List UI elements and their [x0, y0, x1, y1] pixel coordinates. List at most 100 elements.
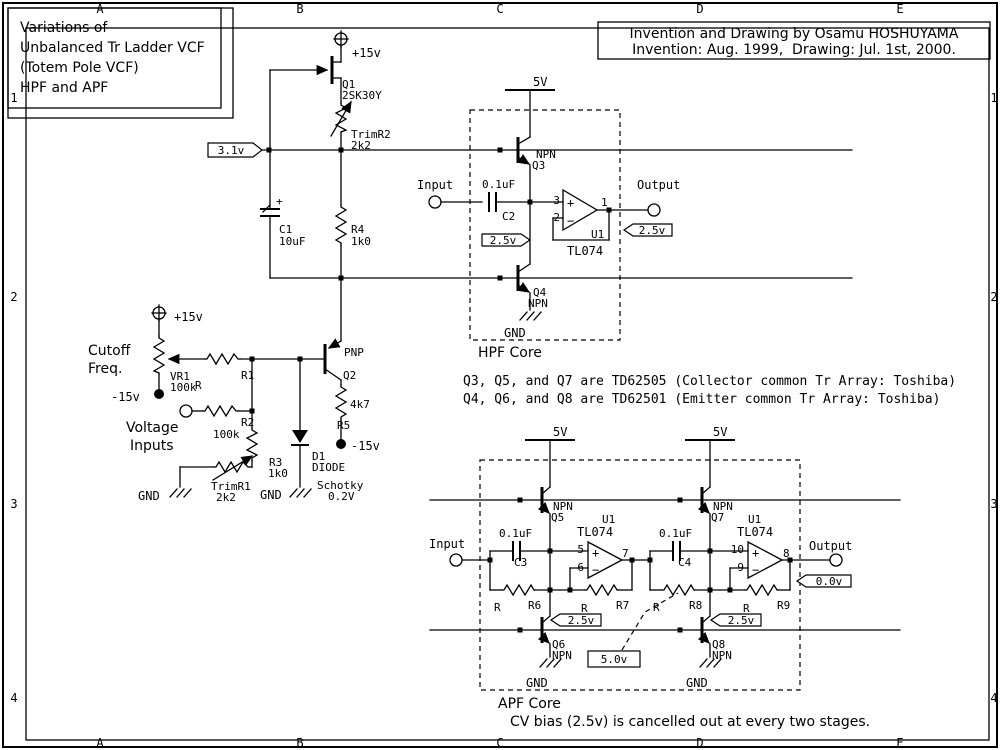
trimmer-trimr1: GND TrimR1 2k2	[138, 455, 254, 504]
apf-input-label: Input	[429, 537, 465, 551]
capacitor-c1: + C1 10uF	[260, 195, 306, 248]
u1a-pin-plus: 3	[553, 194, 560, 207]
capacitor-c2: 0.1uF C2	[482, 178, 564, 223]
trimr1-value: 2k2	[216, 491, 236, 504]
grid-col-e-bottom: E	[896, 736, 903, 750]
potentiometer-vr1: +15v -15v VR1 100k Cutoff Freq.	[88, 304, 203, 404]
resistor-r3: R3 1k0	[245, 358, 288, 480]
flag-2v5-hpf-in-label: 2.5v	[490, 234, 517, 247]
q1-ref: Q1	[342, 78, 355, 91]
r7-value: R	[581, 602, 588, 615]
grid-row-2-right: 2	[990, 290, 997, 304]
vr1-value: 100k	[170, 381, 197, 394]
grid-row-1-left: 1	[10, 91, 17, 105]
grid-col-d-top: D	[696, 2, 703, 16]
r4-value: 1k0	[351, 235, 371, 248]
resistor-r2-input: R2 100k Voltage Inputs	[126, 404, 254, 454]
u1a-pin-out: 1	[601, 196, 608, 209]
vr1-supply-minus: -15v	[111, 390, 140, 404]
transistor-q2-pnp: PNP Q2	[323, 277, 364, 386]
title-line-3: (Totem Pole VCF)	[20, 60, 139, 76]
trimr2-ref: TrimR2	[351, 128, 391, 141]
grid-col-d-bottom: D	[696, 736, 703, 750]
flag-3v1-label: 3.1v	[218, 144, 245, 157]
c2-ref: C2	[502, 210, 515, 223]
apf-stage-2: 0.1uF C4 R R8 R R9 10 + 9 − 8 U1 TL074	[649, 513, 831, 615]
apf-input: Input	[429, 537, 491, 567]
junction-dots	[249, 147, 793, 633]
r1-value: R	[195, 379, 202, 392]
grid-row-1-right: 1	[990, 91, 997, 105]
grid-row-3-right: 3	[990, 497, 997, 511]
apf-core-box: APF Core CV bias (2.5v) is cancelled out…	[479, 459, 870, 730]
c4-value: 0.1uF	[659, 527, 692, 540]
voltage-flag-3v1: 3.1v	[207, 142, 263, 158]
q5-ref: Q5	[551, 511, 564, 524]
r3-ref: R3	[269, 456, 282, 469]
r3-value: 1k0	[268, 467, 288, 480]
c2-value: 0.1uF	[482, 178, 515, 191]
r6-value: R	[494, 601, 501, 614]
title-line-1: Variations of	[20, 20, 108, 36]
apf-stage-1: 0.1uF C3 R R6 R R7 5 + 6 − 7 U1 TL074	[489, 513, 651, 615]
u1c-plus-sign: +	[752, 546, 759, 560]
transistor-q8: Q8 NPN GND	[686, 615, 732, 690]
bias-rails	[261, 69, 853, 279]
apf-gnd-label-1: GND	[526, 676, 548, 690]
q1-value: 2SK30Y	[342, 89, 382, 102]
voltage-flag-0v0: 0.0v	[795, 574, 852, 588]
r7-ref: R7	[616, 599, 629, 612]
vr1-supply-plus: +15v	[174, 310, 203, 324]
r5-supply-label: -15v	[351, 439, 380, 453]
d1-value: DIODE	[312, 461, 345, 474]
hpf-gnd-label: GND	[504, 326, 526, 340]
q5-type: NPN	[553, 500, 573, 513]
voltage-inputs-label-1: Voltage	[126, 420, 179, 436]
r2-ref: R2	[241, 416, 254, 429]
grid-col-c-bottom: C	[496, 736, 503, 750]
hpf-5v-label: 5V	[533, 75, 547, 89]
d1-ref: D1	[312, 450, 325, 463]
q6-type: NPN	[552, 649, 572, 662]
r1-ref: R1	[241, 369, 254, 382]
c3-value: 0.1uF	[499, 527, 532, 540]
r8-value: R	[653, 601, 660, 614]
voltage-flag-2v5-hpf-in: 2.5v	[481, 233, 532, 247]
grid-row-3-left: 3	[10, 497, 17, 511]
diode-d1: GND D1 DIODE Schotky 0.2V	[260, 358, 364, 503]
voltage-inputs-label-2: Inputs	[130, 438, 174, 454]
q4-type: NPN	[528, 297, 548, 310]
r5-value: 4k7	[350, 398, 370, 411]
apf-5v-label-1: 5V	[553, 425, 567, 439]
r4-ref: R4	[351, 223, 365, 236]
d1-note-2: 0.2V	[328, 490, 355, 503]
voltage-box-5v0: 5.0v	[587, 592, 679, 668]
hpf-output: Output	[637, 178, 680, 217]
apf-output-label: Output	[809, 539, 852, 553]
c3-ref: C3	[514, 556, 527, 569]
hpf-input-label: Input	[417, 178, 453, 192]
credit-line-2: Invention: Aug. 1999, Drawing: Jul. 1st,…	[632, 42, 956, 58]
cutoff-label-2: Freq.	[88, 361, 122, 377]
transistor-q5: NPN Q5	[537, 486, 573, 617]
grid-col-a-bottom: A	[96, 736, 104, 750]
transistor-q1-jfet: +15v Q1 2SK30Y	[269, 30, 382, 104]
trimmer-trimr2: TrimR2 2k2	[330, 100, 391, 152]
q8-ref: Q8	[712, 638, 725, 651]
hpf-5v-supply: 5V	[505, 75, 555, 138]
r5-ref: R5	[337, 419, 350, 432]
resistor-r5: 4k7 R5 -15v	[334, 384, 380, 453]
r2-value: 100k	[213, 428, 240, 441]
q4-ref: Q4	[533, 286, 547, 299]
apf-output: Output	[809, 539, 852, 567]
r6-ref: R6	[528, 599, 541, 612]
q7-type: NPN	[713, 500, 733, 513]
u1a-plus-sign: +	[567, 196, 574, 210]
hpf-core-label: HPF Core	[478, 345, 542, 361]
vr1-ref: VR1	[170, 370, 190, 383]
grid-row-2-left: 2	[10, 290, 17, 304]
box-5v0-label: 5.0v	[601, 653, 628, 666]
u1b-minus-sign: −	[592, 563, 599, 577]
q6-ref: Q6	[552, 638, 565, 651]
transistor-q3: NPN Q3	[516, 136, 556, 203]
